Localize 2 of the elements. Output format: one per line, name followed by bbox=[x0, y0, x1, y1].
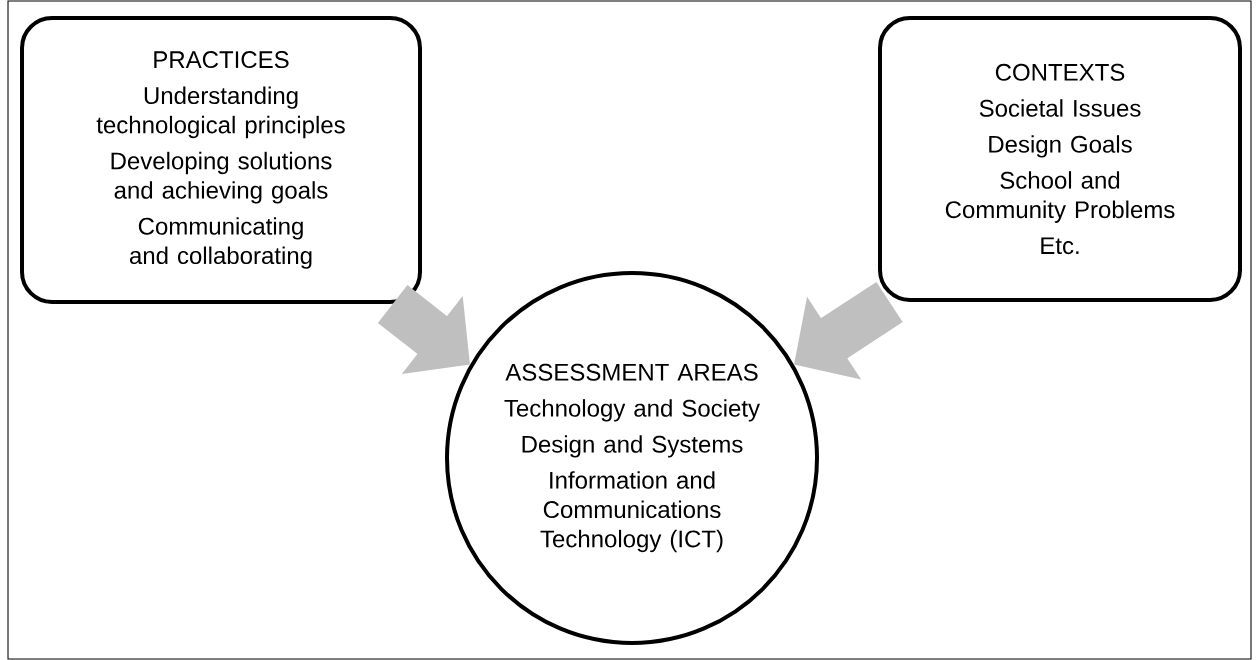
practices-box: PRACTICES Understanding technological principles Developing solutions and achieving goals Communicating and collaborating bbox=[20, 16, 422, 304]
contexts-box: CONTEXTS Societal Issues Design Goals School and Community Problems Etc. bbox=[878, 16, 1242, 302]
